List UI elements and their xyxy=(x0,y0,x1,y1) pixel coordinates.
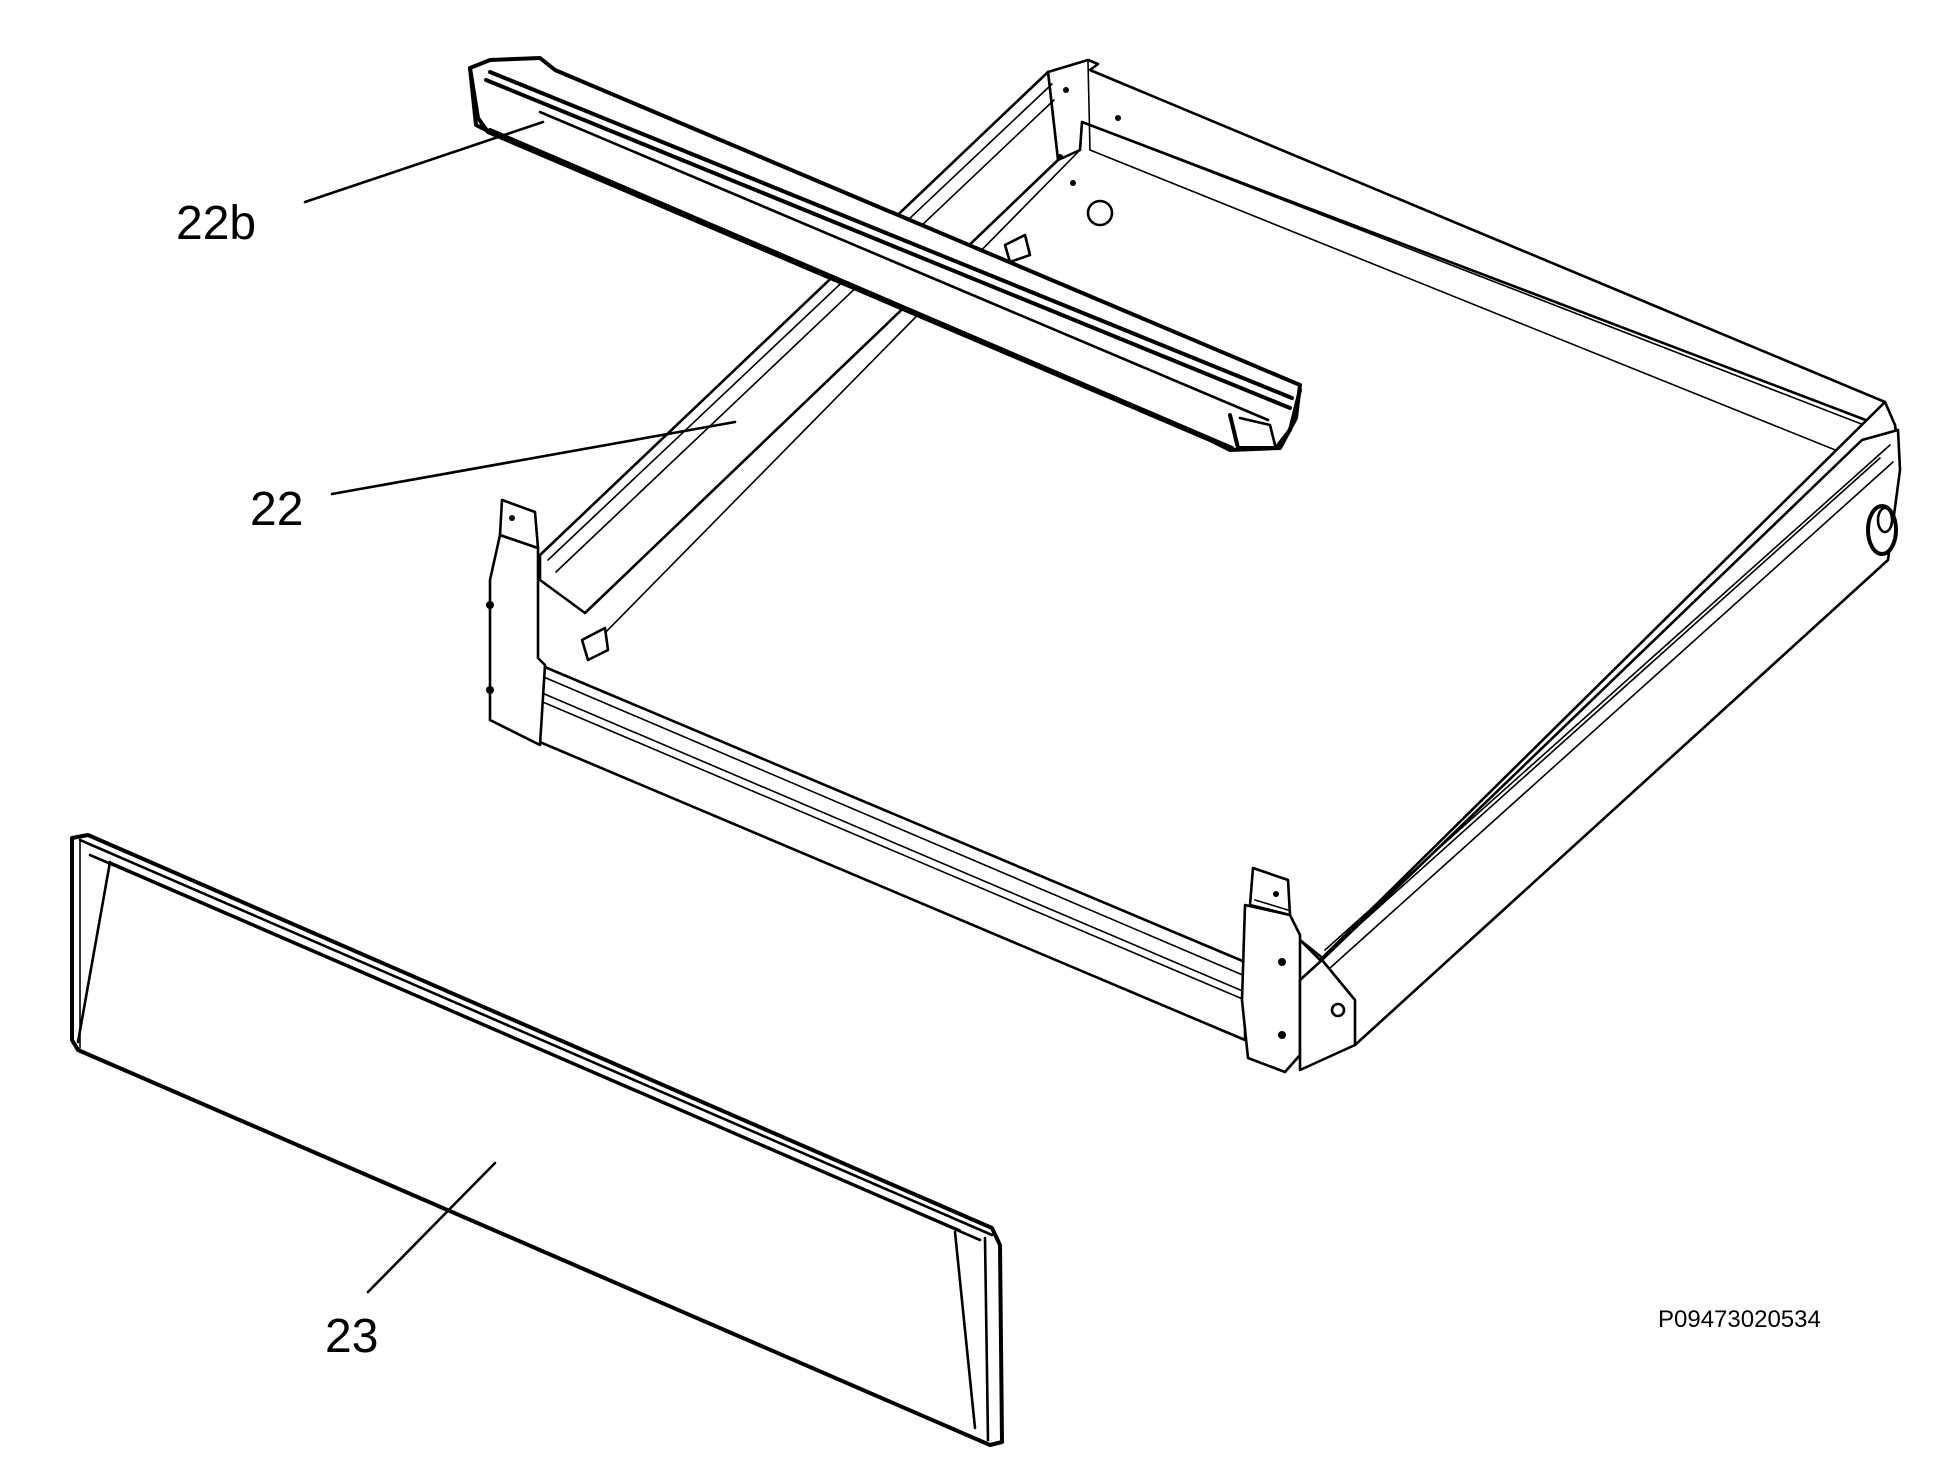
drawer-bracket-edge xyxy=(1254,899,1289,911)
drawer-front-rail-groove xyxy=(534,689,1246,993)
panel-right-edge xyxy=(983,1236,990,1442)
rail-inner-edge xyxy=(484,78,1292,410)
rail-bottom-edge xyxy=(488,128,1234,450)
rail-groove xyxy=(538,110,1270,422)
drawer-left-bracket-tab xyxy=(498,498,540,550)
drawer-right-rim-line xyxy=(1319,457,1881,961)
part-22-drawer-body xyxy=(486,58,1902,1074)
leader-line-22 xyxy=(330,420,737,496)
panel-top-lip-inner xyxy=(109,861,961,1231)
drawer-rivet xyxy=(1115,115,1121,121)
part-22b-rail xyxy=(468,56,1302,452)
drawer-rivet xyxy=(486,601,494,609)
drawer-right-wall xyxy=(1298,400,1900,962)
drawer-right-bracket xyxy=(1240,903,1302,1074)
rail-left-end xyxy=(468,66,492,134)
drawer-right-rim-inner xyxy=(1329,461,1894,969)
part-23-front-panel xyxy=(70,833,1004,1447)
panel-top-lip xyxy=(88,853,982,1242)
drawer-rivet xyxy=(1278,958,1286,966)
drawer-wall-tab xyxy=(1003,233,1032,264)
panel-left-bevel xyxy=(76,860,112,1044)
drawer-left-rim xyxy=(547,83,1053,561)
rail-top-edge xyxy=(488,70,1294,400)
rail-right-detail xyxy=(1238,416,1277,447)
drawer-rivet xyxy=(1273,891,1279,897)
drawer-rivet xyxy=(486,686,494,694)
drawer-back-rim xyxy=(1081,121,1883,433)
leader-line-23 xyxy=(366,1161,497,1294)
panel-top-face xyxy=(78,838,994,1237)
drawer-rivet xyxy=(1063,87,1069,93)
drawer-back-wall-edge xyxy=(1087,61,1886,471)
leader-lines xyxy=(303,120,737,1294)
drawer-floor-tab xyxy=(580,626,610,662)
drawer-floor-crease xyxy=(599,149,1081,639)
callout-label-22: 22 xyxy=(250,483,303,536)
callout-label-23: 23 xyxy=(325,1310,378,1363)
drawer-back-hole xyxy=(1086,199,1114,227)
drawer-rivet xyxy=(1278,1031,1286,1039)
callout-label-22b: 22b xyxy=(176,197,256,250)
drawer-left-bracket xyxy=(488,533,547,747)
drawer-right-knob-center xyxy=(1876,506,1894,534)
panel-body xyxy=(70,833,1004,1447)
drawer-left-rim-inner xyxy=(555,99,1055,573)
rail-right-end xyxy=(1228,388,1302,450)
leader-line-22b xyxy=(303,120,545,204)
drawing-code: P09473020534 xyxy=(1658,1306,1821,1333)
drawer-rivet xyxy=(509,515,515,521)
drawer-corner-hole xyxy=(1330,1002,1346,1018)
drawer-front-rail-groove xyxy=(537,699,1246,1001)
drawer-rivet xyxy=(1070,180,1076,186)
drawer-front-rail-edge xyxy=(531,671,1246,977)
drawer-right-corner xyxy=(1298,958,1357,1072)
drawer-right-wall-outer xyxy=(1320,428,1902,1047)
panel-right-bevel xyxy=(953,1230,977,1430)
drawer-right-bracket-tab xyxy=(1248,866,1292,917)
drawer-right-rim xyxy=(1324,444,1891,951)
